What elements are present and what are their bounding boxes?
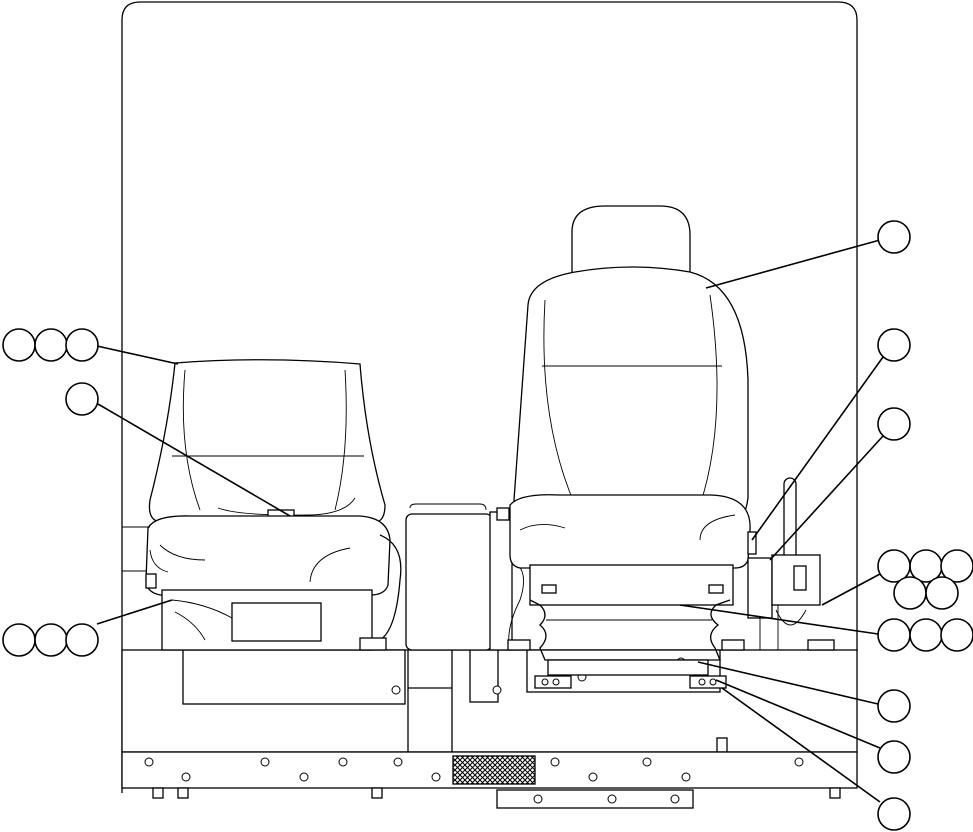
callout-circle — [940, 618, 973, 652]
callout-circle — [909, 618, 943, 652]
callout-circle — [877, 220, 911, 254]
callout-circle — [877, 407, 911, 441]
callout-circle — [65, 328, 99, 362]
callout-circle — [877, 797, 911, 831]
leader-lines — [96, 239, 884, 803]
callout-circle — [34, 328, 68, 362]
callout-circle — [940, 549, 973, 583]
callout-circle — [2, 623, 36, 657]
callout-circle — [65, 623, 99, 657]
bottom-rail — [121, 751, 858, 809]
mesh-grille — [452, 755, 536, 785]
callout-circle — [893, 576, 927, 610]
callout-circle — [877, 618, 911, 652]
floor-bolts — [144, 657, 804, 804]
callout-circle — [2, 328, 36, 362]
right-seat — [507, 205, 751, 689]
callout-circle — [877, 328, 911, 362]
callout-circle — [65, 382, 99, 416]
callout-circle — [877, 689, 911, 723]
callout-circles — [2, 220, 973, 831]
callout-circle — [877, 740, 911, 774]
callout-circle — [925, 576, 959, 610]
callout-circle — [34, 623, 68, 657]
center-console — [405, 503, 525, 651]
cab-back-wall — [121, 1, 858, 793]
side-lever — [747, 477, 835, 651]
left-seat — [122, 359, 402, 651]
floor-base — [121, 649, 858, 753]
